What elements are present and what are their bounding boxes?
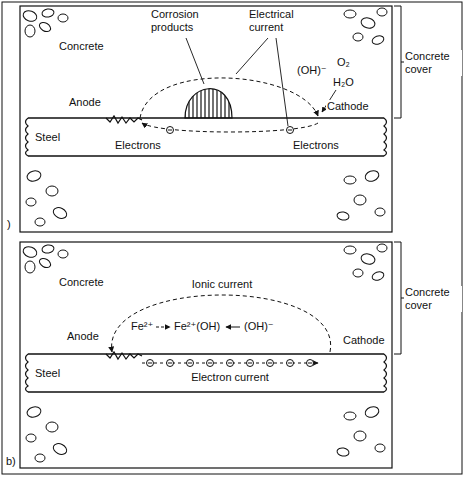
electron-symbol	[267, 360, 274, 367]
callout-label: Electrical current	[248, 8, 310, 34]
ionic-current-path	[112, 295, 331, 352]
electron-sign	[148, 363, 152, 364]
electron-label: Electrons	[114, 139, 162, 152]
frame	[2, 2, 462, 474]
chemical-label: O₂	[336, 56, 351, 69]
electron-symbol	[167, 360, 174, 367]
corrosion-products	[185, 89, 232, 118]
leader-line	[276, 38, 288, 126]
chemical-label: H₂O	[332, 76, 355, 89]
callout-label: Corrosion products	[150, 8, 212, 34]
electron-symbol	[287, 360, 294, 367]
reaction-arrow	[226, 327, 240, 328]
panel-a	[20, 6, 404, 232]
current-label: Ionic current	[191, 278, 254, 291]
ion-label: (OH)⁻	[296, 64, 328, 77]
electron-sign	[248, 363, 252, 364]
material-label: Concrete	[58, 276, 105, 289]
dimension-label: Concrete cover	[404, 50, 462, 76]
electrode-label: Anode	[68, 96, 102, 109]
panel-label: b)	[5, 455, 17, 468]
concrete-slab	[20, 6, 404, 232]
ion-label: Fe²⁺	[130, 320, 154, 333]
current-label: Electron current	[190, 371, 270, 384]
anode-pit	[106, 116, 142, 123]
ion-label: Fe²⁺(OH)	[173, 320, 221, 333]
electron-symbol	[147, 360, 314, 367]
leader-line	[236, 38, 268, 74]
leader-line	[186, 38, 204, 84]
electrode-label: Cathode	[326, 100, 370, 113]
electron-symbol	[227, 360, 234, 367]
panel-b	[20, 242, 404, 468]
electron-symbol	[187, 360, 194, 367]
electron-sign	[228, 363, 232, 364]
concrete-slab	[20, 242, 404, 468]
electron-label: Electrons	[292, 139, 340, 152]
material-label: Steel	[34, 131, 61, 144]
ion-label: (OH)⁻	[243, 320, 275, 333]
electrode-label: Anode	[66, 330, 100, 343]
electron-symbol	[167, 127, 294, 134]
reaction-arrow	[156, 327, 170, 328]
electron-sign	[288, 363, 292, 364]
electron-symbol	[307, 360, 314, 367]
material-label: Concrete	[58, 40, 105, 53]
anode-pit	[106, 352, 142, 359]
electron-sign	[188, 363, 192, 364]
current-path	[140, 78, 318, 118]
panel-label: )	[6, 218, 12, 231]
electron-sign	[268, 363, 272, 364]
material-label: Steel	[34, 367, 61, 380]
electrode-label: Cathode	[342, 334, 386, 347]
electron-sign	[308, 363, 312, 364]
electron-path	[142, 363, 318, 364]
electron-sign	[208, 363, 212, 364]
electron-symbol	[147, 360, 154, 367]
electron-symbol	[207, 360, 214, 367]
electron-symbol	[247, 360, 254, 367]
electron-sign	[168, 363, 172, 364]
dimension-label: Concrete cover	[404, 286, 462, 312]
